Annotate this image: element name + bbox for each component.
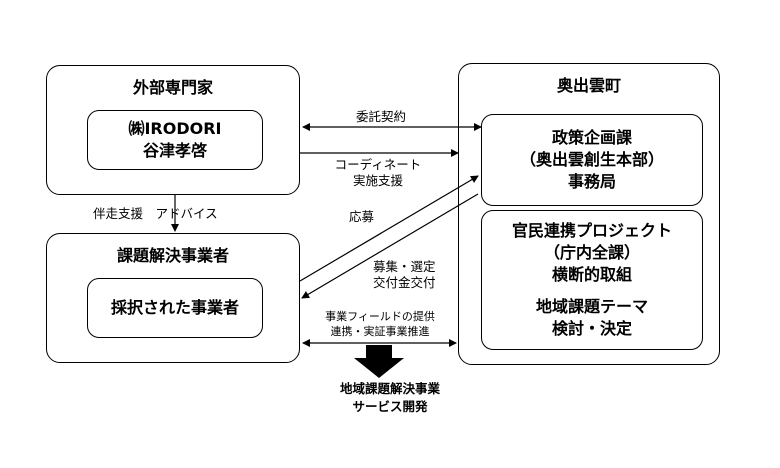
result-arrow [354,345,404,378]
town-box: 奥出雲町 政策企画課 （奥出雲創生本部） 事務局 官民連携プロジェクト （庁内全… [458,63,720,365]
person-name: 谷津孝啓 [142,141,207,160]
field-label-2: 連携・実証事業推進 [330,325,430,338]
coordinate-label-1: コーディネート [334,157,422,172]
recruit-arrow [301,193,479,299]
project-line-2: （庁内全課） [543,243,640,262]
project-line-1: 官民連携プロジェクト [511,221,672,240]
project-box: 官民連携プロジェクト （庁内全課） 横断的取組 地域課題テーマ 検討・決定 [481,210,703,350]
office-line-2: （奥出雲創生本部） [519,150,664,169]
office-line-3: 事務局 [567,172,616,191]
recruit-label-2: 交付金交付 [373,275,436,290]
recruit-label-1: 募集・選定 [373,259,436,274]
selected-business-box: 採択された事業者 [87,278,263,338]
field-label-1: 事業フィールドの提供 [325,310,435,323]
result-line-1: 地域課題解決事業 [339,381,440,396]
coordinate-label-2: 実施支援 [352,173,403,188]
company-name: ㈱IRODORI [128,119,222,138]
support-label: 伴走支援 アドバイス [93,206,218,221]
theme-line-2: 検討・決定 [551,319,632,338]
apply-label: 応募 [349,209,375,224]
business-title: 課題解決事業者 [116,246,229,265]
policy-office-box: 政策企画課 （奥出雲創生本部） 事務局 [481,114,703,206]
business-box: 課題解決事業者 採択された事業者 [46,233,300,363]
project-line-3: 横断的取組 [551,265,632,284]
expert-title: 外部専門家 [132,78,213,97]
selected-business: 採択された事業者 [110,298,239,317]
office-line-1: 政策企画課 [551,128,632,147]
apply-arrow [299,175,479,282]
irodori-box: ㈱IRODORI 谷津孝啓 [87,110,263,170]
result-label: 地域課題解決事業 サービス開発 [300,380,480,416]
contract-label: 委託契約 [356,109,407,124]
expert-box: 外部専門家 ㈱IRODORI 谷津孝啓 [46,65,300,195]
result-line-2: サービス開発 [352,399,428,414]
town-title: 奥出雲町 [556,76,621,95]
theme-line-1: 地域課題テーマ [535,297,648,316]
